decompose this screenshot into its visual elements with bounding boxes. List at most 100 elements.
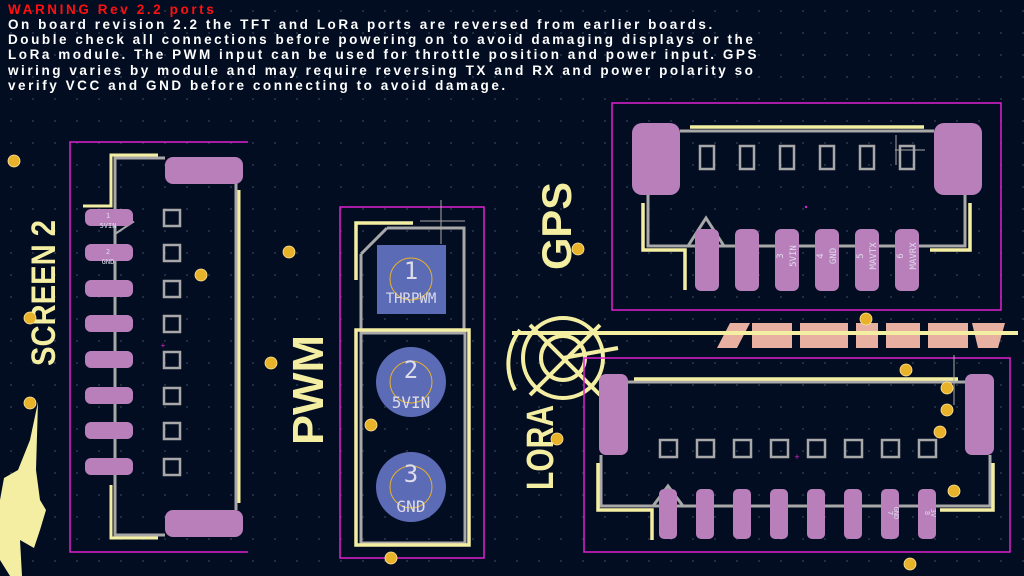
via xyxy=(903,557,917,571)
pin-number: 3 xyxy=(404,460,418,488)
smd-pad xyxy=(855,229,879,291)
pin-name: GND xyxy=(397,497,426,516)
square-pad xyxy=(162,421,182,441)
gps-label: GPS xyxy=(533,182,580,270)
square-pad xyxy=(806,438,827,459)
gps-connector: 3 5VIN 4 GND 5 MAVTX 6 MAVRX xyxy=(611,102,1002,311)
pin-name: 5VIN xyxy=(100,222,117,230)
smd-pad xyxy=(881,489,899,539)
smd-pad xyxy=(659,489,677,539)
lora-connector: 7 GND 8 3V + xyxy=(583,355,1011,553)
pin-number: 7 xyxy=(886,511,894,515)
via xyxy=(264,356,278,370)
smd-pad xyxy=(815,229,839,291)
square-pad xyxy=(162,314,182,334)
square-pad xyxy=(843,438,864,459)
pin-name: GND xyxy=(892,507,900,520)
pin-number: 3 xyxy=(776,253,786,258)
via xyxy=(23,396,37,410)
outline-pad xyxy=(778,144,796,171)
lora-label: LORA xyxy=(520,405,562,490)
via xyxy=(364,418,378,432)
pin-name: 5VIN xyxy=(392,393,431,412)
warning-line: verify VCC and GND before connecting to … xyxy=(8,77,508,93)
smd-pad xyxy=(85,315,133,332)
smd-pad xyxy=(85,280,133,297)
warning-notice: WARNING Rev 2.2 ports On board revision … xyxy=(8,3,759,93)
warning-line: wiring varies by module and may require … xyxy=(8,62,756,78)
pwm-connector: 1 THRPWM 2 5VIN 3 GND xyxy=(339,200,485,559)
square-pad xyxy=(162,386,182,406)
pin-number: 1 xyxy=(106,212,110,220)
smd-pad xyxy=(85,351,133,368)
via xyxy=(859,312,873,326)
pin-name: 5VIN xyxy=(789,245,799,267)
square-pad xyxy=(917,438,938,459)
pin-name: MAVTX xyxy=(869,242,879,270)
smd-pad xyxy=(895,229,919,291)
via xyxy=(282,245,296,259)
pwm-label: PWM xyxy=(284,335,333,445)
via xyxy=(899,363,913,377)
square-pad xyxy=(162,457,182,477)
square-pad xyxy=(732,438,753,459)
pin-name: GND xyxy=(829,248,839,264)
pin-name: 3V xyxy=(929,509,937,518)
via xyxy=(194,268,208,282)
square-pad xyxy=(162,279,182,299)
outline-pad xyxy=(818,144,836,171)
smd-pad xyxy=(85,458,133,475)
warning-line: LoRa module. The PWM input can be used f… xyxy=(8,47,760,63)
smd-pad xyxy=(770,489,788,539)
smd-pad xyxy=(85,422,133,439)
pin-number: 2 xyxy=(106,248,110,256)
square-pad xyxy=(162,243,182,263)
square-pad xyxy=(658,438,679,459)
smd-pad xyxy=(844,489,862,539)
outline-pad xyxy=(698,144,716,171)
via xyxy=(947,484,961,498)
square-pad xyxy=(880,438,901,459)
smd-pad xyxy=(85,387,133,404)
pin-number: 2 xyxy=(404,356,418,384)
smd-pad xyxy=(85,209,133,226)
outline-pad xyxy=(738,144,756,171)
via xyxy=(7,154,21,168)
smd-pad xyxy=(733,489,751,539)
pin-number: 1 xyxy=(404,257,418,285)
pin-name: MAVRX xyxy=(909,242,919,270)
smd-pad xyxy=(807,489,825,539)
square-pad xyxy=(162,350,182,370)
smd-pad xyxy=(696,489,714,539)
smd-pad xyxy=(695,229,719,291)
smd-pad xyxy=(775,229,799,291)
smd-pad xyxy=(918,489,936,539)
via xyxy=(550,432,564,446)
smd-pad xyxy=(85,244,133,261)
outline-pad xyxy=(858,144,876,171)
brand-logo-partial xyxy=(717,323,1005,348)
screen2-connector: 1 5VIN 2 GND + xyxy=(69,141,248,553)
via xyxy=(571,242,585,256)
square-pad xyxy=(695,438,716,459)
screen2-label: SCREEN 2 xyxy=(25,220,63,366)
square-pad xyxy=(769,438,790,459)
pin-number: 6 xyxy=(896,253,906,258)
warning-line: Double check all connections before powe… xyxy=(8,32,756,48)
via xyxy=(23,311,37,325)
via xyxy=(933,425,947,439)
via xyxy=(384,551,398,565)
svg-text:+: + xyxy=(161,341,166,350)
pin-number: 5 xyxy=(856,253,866,258)
via xyxy=(940,381,954,395)
smd-pad xyxy=(735,229,759,291)
rocket-logo xyxy=(0,402,46,576)
outline-pad xyxy=(898,144,916,171)
pin-name: THRPWM xyxy=(386,291,437,307)
pin-name: GND xyxy=(102,258,115,266)
warning-line: On board revision 2.2 the TFT and LoRa p… xyxy=(8,17,715,32)
pin-number: 8 xyxy=(923,511,931,515)
pin-number: 4 xyxy=(816,253,826,258)
square-pad xyxy=(162,208,182,228)
